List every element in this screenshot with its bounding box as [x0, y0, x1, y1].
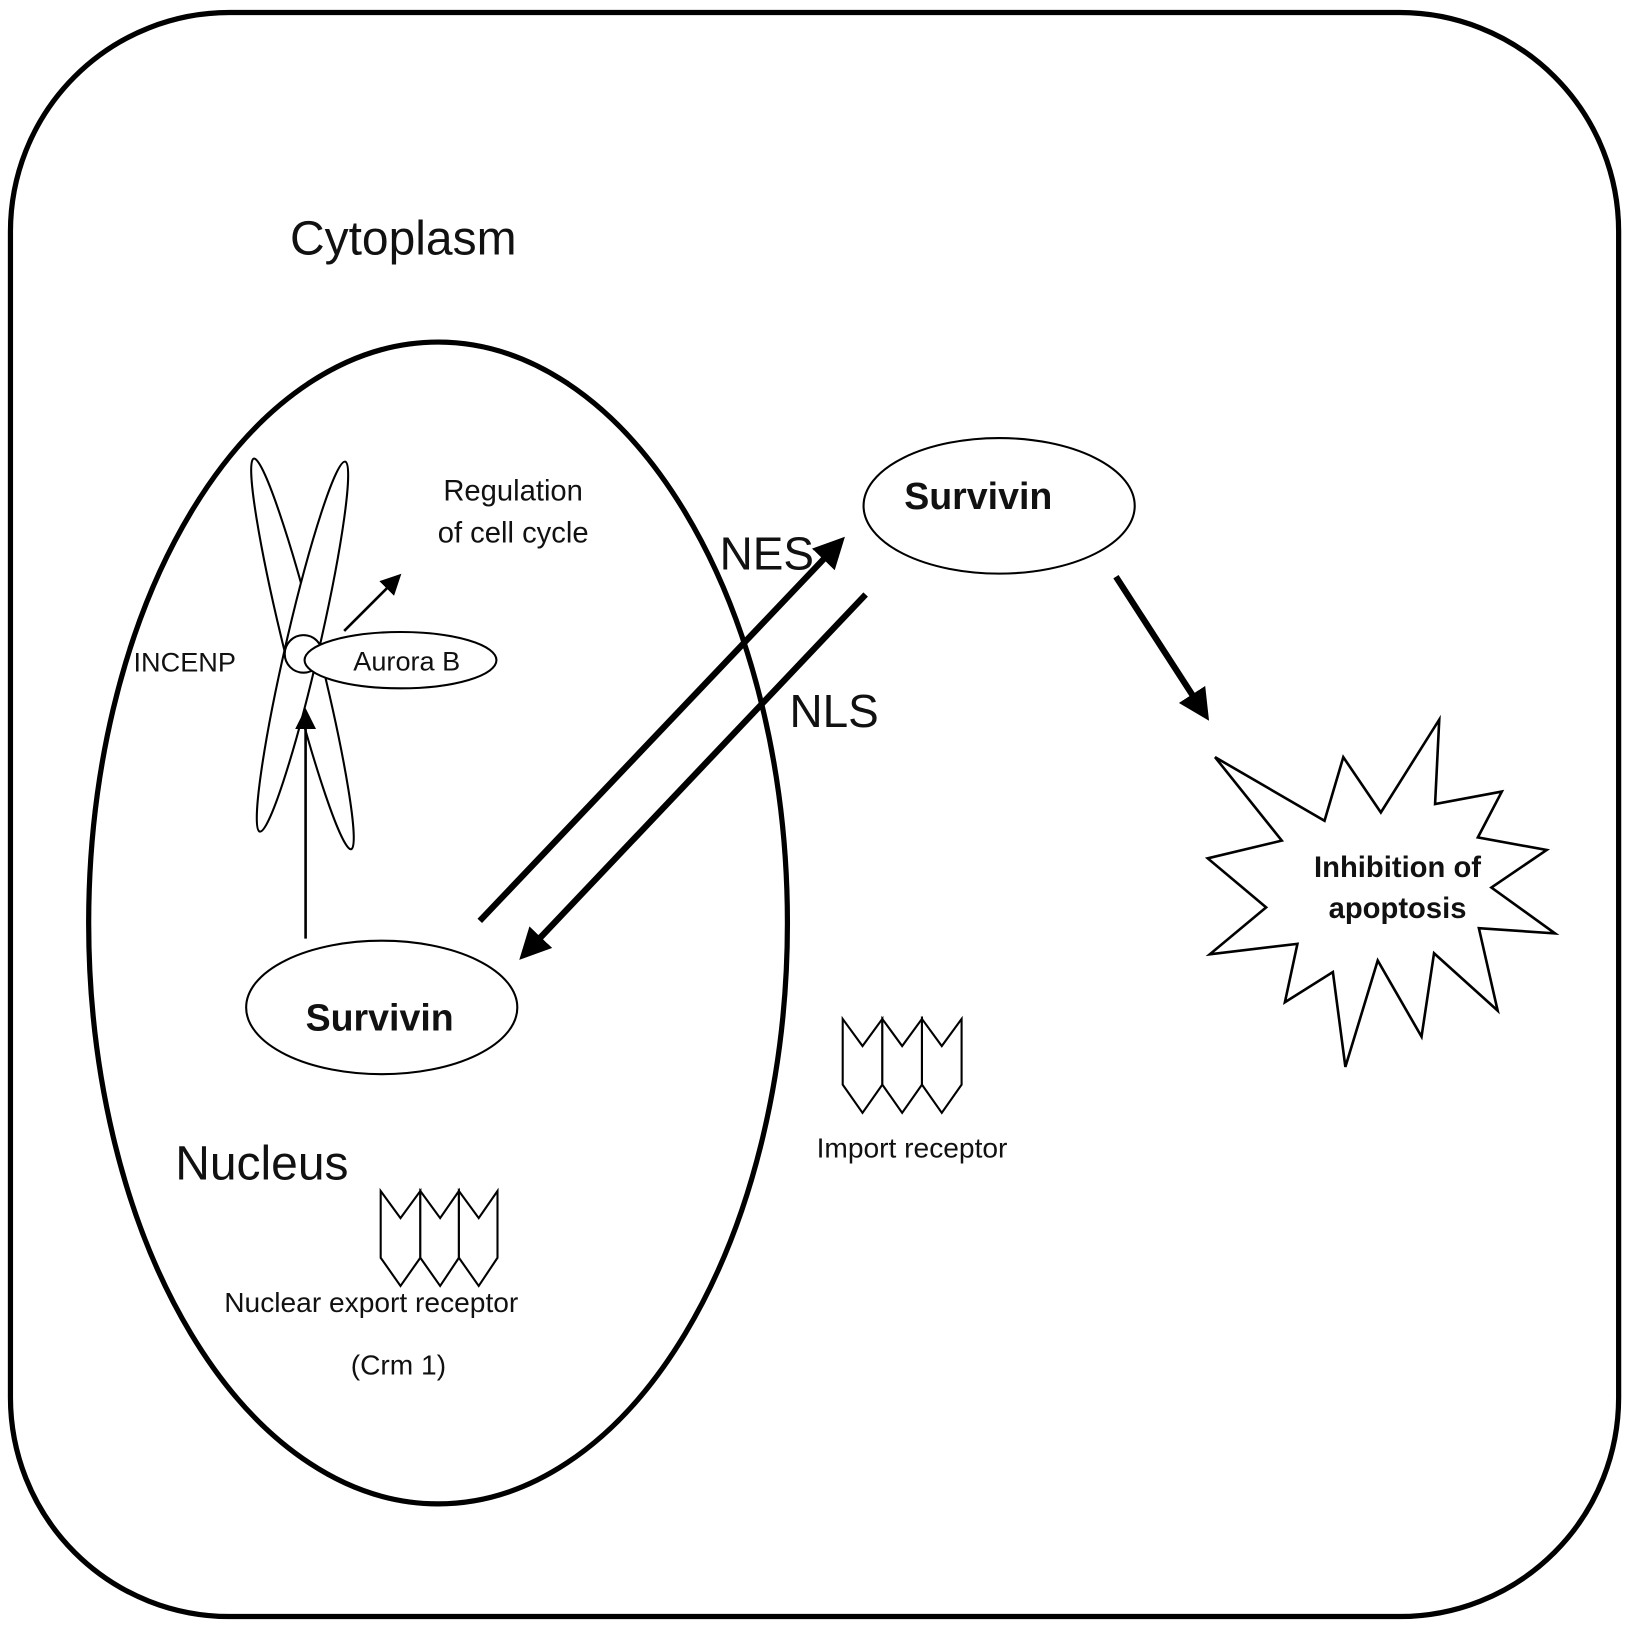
cell-cycle-arrow [343, 573, 402, 632]
nls-label: NLS [790, 685, 879, 737]
export-receptor-label: Nuclear export receptor [224, 1287, 518, 1318]
apoptosis-starburst [1204, 714, 1560, 1068]
aurora-b-label: Aurora B [353, 646, 460, 677]
chromosome [250, 457, 355, 851]
nuclear-envelope [86, 339, 791, 1507]
nes-export-arrow [477, 536, 845, 924]
cell-membrane [7, 9, 1622, 1620]
export-receptor-sublabel: (Crm 1) [351, 1350, 446, 1381]
apoptosis-arrow [1113, 575, 1210, 721]
import-receptor-label: Import receptor [817, 1133, 1008, 1164]
import-receptor-icon [841, 1015, 963, 1115]
survivin-nucleus-label: Survivin [306, 996, 454, 1038]
export-receptor-icon [379, 1187, 499, 1288]
survivin-nucleus-ellipse [245, 939, 519, 1076]
survivin-cytoplasm-label: Survivin [904, 475, 1052, 517]
cytoplasm-label: Cytoplasm [290, 212, 517, 265]
inhibition-label-2: apoptosis [1329, 893, 1467, 925]
inhibition-label-1: Inhibition of [1314, 852, 1481, 884]
survivin-cytoplasm-ellipse [862, 436, 1136, 575]
nls-import-arrow [519, 592, 868, 960]
nucleus-label: Nucleus [175, 1138, 348, 1191]
aurora-b-ellipse [303, 630, 498, 690]
nes-label: NES [720, 527, 814, 579]
incenp-label: INCENP [134, 647, 236, 678]
regulation-label-2: of cell cycle [438, 517, 589, 549]
regulation-label-1: Regulation [443, 476, 583, 508]
